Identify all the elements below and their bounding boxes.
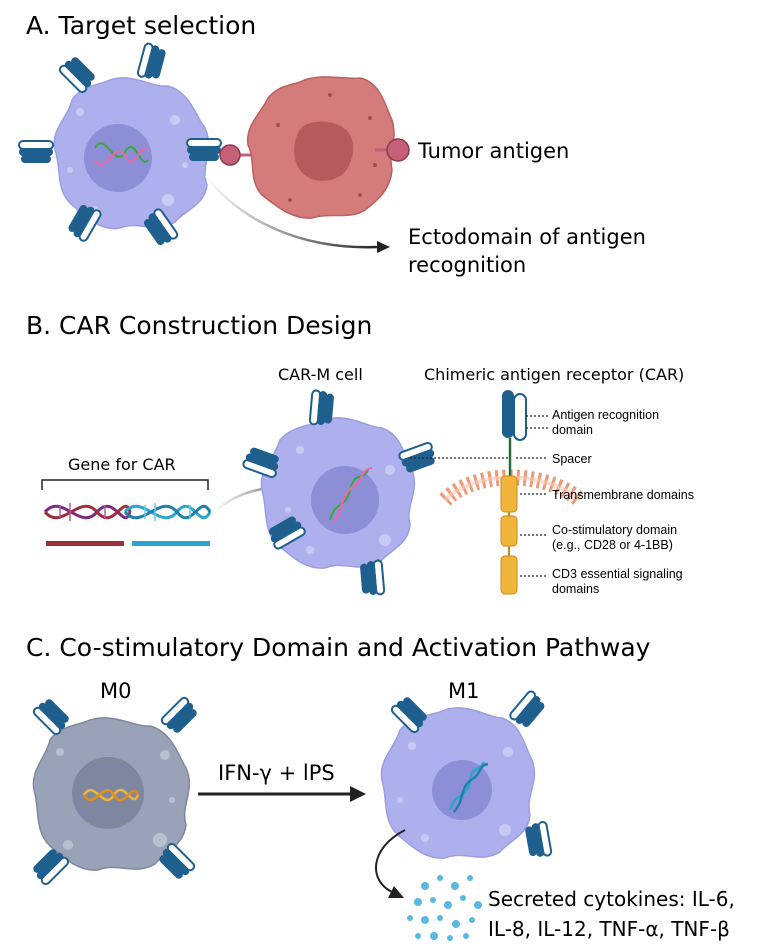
car-part-costim-line2: (e.g., CD28 or 4-1BB) — [552, 538, 673, 552]
m1-label: M1 — [448, 679, 479, 703]
car-structure — [439, 390, 586, 595]
section-c-title: C. Co-stimulatory Domain and Activation … — [26, 633, 651, 662]
gene-bracket — [41, 479, 209, 490]
ectodomain-label-line2: recognition — [408, 253, 526, 277]
car-part-antigen-line2: domain — [552, 423, 593, 437]
carm-label: CAR-M cell — [278, 365, 363, 384]
cytokine-dots — [407, 875, 482, 941]
section-a-title: A. Target selection — [26, 11, 256, 40]
stimulus-arrow — [198, 786, 366, 802]
car-part-spacer: Spacer — [552, 452, 592, 466]
dna-gene-icon — [43, 503, 212, 521]
gene-segment-blue — [132, 541, 210, 546]
ectodomain-arrow — [205, 175, 390, 253]
ectodomain-label-line1: Ectodomain of antigen — [408, 225, 646, 249]
tumor-cell — [247, 76, 395, 219]
stimulus-label: IFN-γ + lPS — [218, 761, 335, 785]
car-title: Chimeric antigen receptor (CAR) — [424, 365, 684, 384]
car-part-antigen-line1: Antigen recognition — [552, 408, 659, 422]
macrophage-cell-a — [53, 77, 210, 230]
car-part-costim-line1: Co-stimulatory domain — [552, 523, 677, 537]
m1-cell — [380, 707, 536, 859]
cytokines-label-line2: IL-8, IL-12, TNF-α, TNF-β — [488, 917, 730, 941]
gene-label: Gene for CAR — [68, 455, 176, 474]
section-b-title: B. CAR Construction Design — [26, 311, 372, 340]
tumor-antigen-label: Tumor antigen — [417, 139, 569, 163]
m0-label: M0 — [100, 679, 131, 703]
cytokine-arrow — [375, 829, 406, 898]
car-leaders — [516, 415, 548, 577]
tumor-antigen-icon — [375, 138, 410, 162]
car-part-cd3-line1: CD3 essential signaling — [552, 567, 683, 581]
gene-segment-red — [46, 541, 124, 546]
m0-cell — [32, 717, 191, 871]
car-part-transmembrane: Transmembrane domains — [552, 488, 694, 502]
cytokines-label-line1: Secreted cytokines: IL-6, — [488, 887, 735, 911]
car-part-cd3-line2: domains — [552, 582, 599, 596]
